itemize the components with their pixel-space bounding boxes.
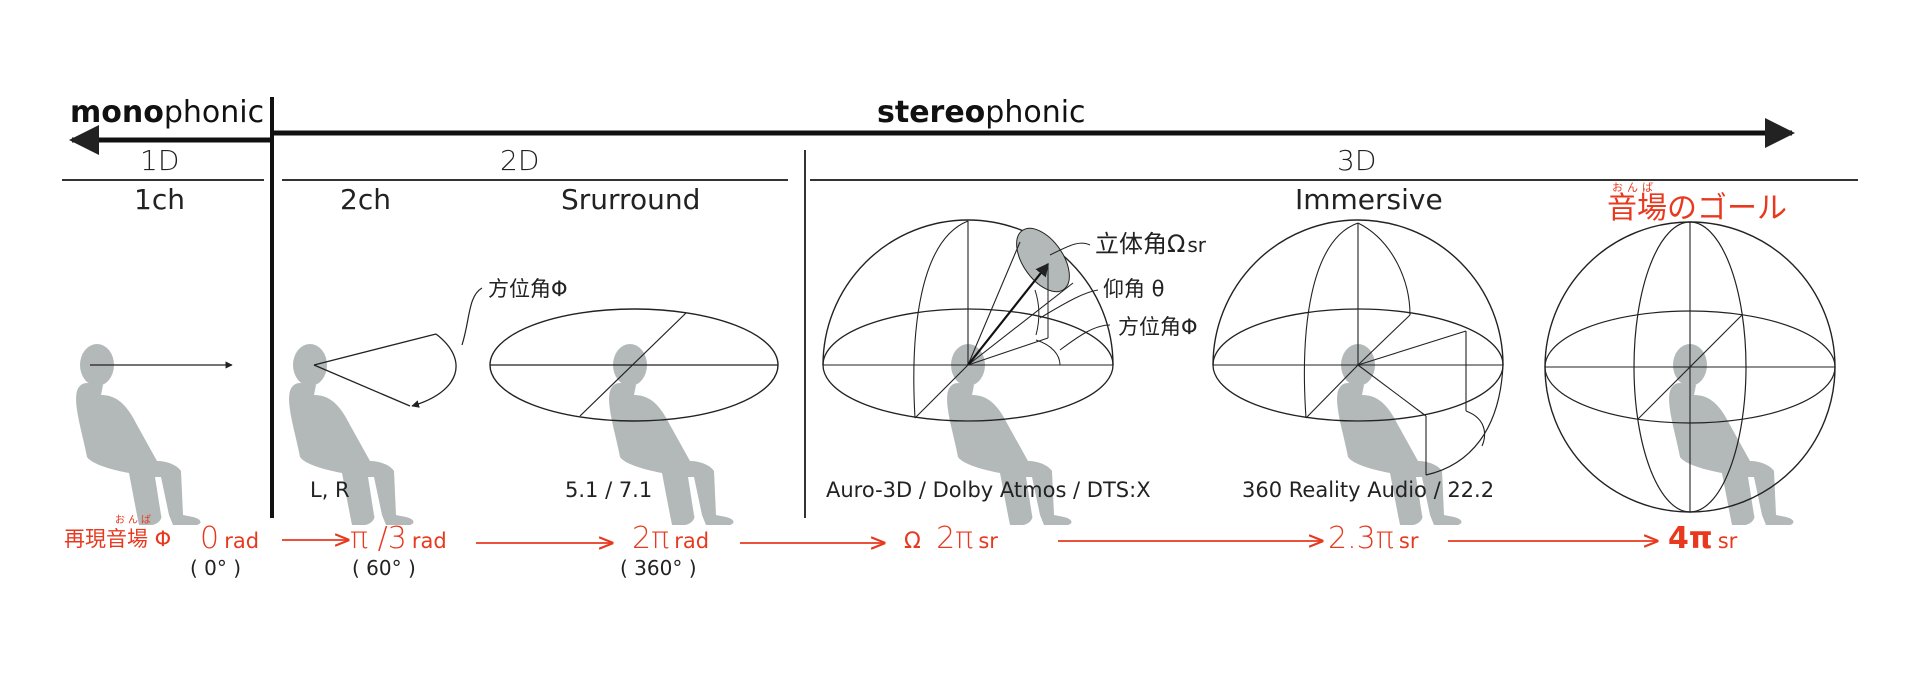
step-0: 0 rad [200,521,260,556]
dimension-3d: 3D [1337,144,1377,177]
azimuth-2d-label: 方位角Φ [488,277,568,301]
format-surround: 5.1 / 7.1 [565,478,653,502]
format-3d: Auro-3D / Dolby Atmos / DTS:X [826,478,1151,502]
category-1ch: 1ch [134,183,185,216]
step-1-degrees: ( 60° ) [352,556,416,580]
format-lr: L, R [310,478,350,502]
step-1: π /3 rad [350,521,447,556]
category-immersive: Immersive [1295,183,1443,216]
goal-ruby: おんば [1612,181,1657,194]
hemisphere-immersive [1212,219,1504,525]
step-0-degrees: ( 0° ) [190,556,242,580]
step-5: 4π sr [1668,521,1738,556]
azimuth-3d-label: 方位角Φ [1118,315,1198,339]
step-4: 2.3π sr [1328,521,1419,556]
progression-ruby: おんば [115,515,154,526]
dimension-1d: 1D [140,144,180,177]
format-immersive: 360 Reality Audio / 22.2 [1242,478,1495,502]
progression-prefix: 再現音場 Φ [64,527,172,551]
sphere-goal [1544,221,1836,525]
goal-label: 音場のゴール [1607,191,1787,226]
hemisphere-solid-angle [822,219,1114,525]
step-3: Ω 2π sr [904,521,998,556]
dimension-2d: 2D [500,144,540,177]
elevation-label: 仰角 θ [1103,277,1165,301]
stereophonic-label: stereophonic [877,95,1086,130]
category-2ch: 2ch [340,183,391,216]
monophonic-label: monophonic [70,95,265,130]
step-2-degrees: ( 360° ) [620,556,697,580]
step-2: 2π rad [632,521,710,556]
category-surround: Srurround [561,183,701,216]
